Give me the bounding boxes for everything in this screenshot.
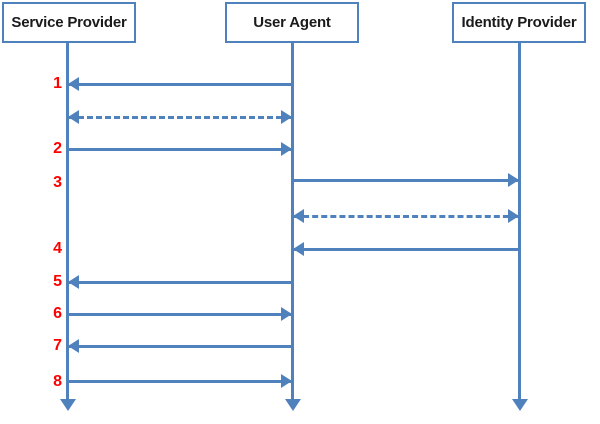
step-number-1: 1 xyxy=(53,75,62,92)
lifeline-identity-provider xyxy=(518,43,521,399)
actor-box-identity-provider: Identity Provider xyxy=(452,2,586,43)
arrow-line-dashed xyxy=(294,214,518,218)
step-number-5: 5 xyxy=(53,273,62,290)
arrowhead-left-icon xyxy=(68,339,79,353)
arrowhead-left-icon xyxy=(68,110,79,124)
arrowhead-right-icon xyxy=(281,110,292,124)
arrowhead-left-icon xyxy=(293,242,304,256)
actor-label-service-provider: Service Provider xyxy=(11,14,127,31)
actor-box-user-agent: User Agent xyxy=(225,2,359,43)
arrowhead-right-icon xyxy=(281,374,292,388)
arrowhead-left-icon xyxy=(68,77,79,91)
arrow-line xyxy=(294,178,518,182)
arrowhead-right-icon xyxy=(508,173,519,187)
arrow-line xyxy=(69,82,291,86)
lifeline-service-provider xyxy=(66,43,69,399)
step-number-8: 8 xyxy=(53,373,62,390)
lifeline-end-arrow-icon xyxy=(285,399,301,411)
arrowhead-left-icon xyxy=(293,209,304,223)
lifeline-end-arrow-icon xyxy=(512,399,528,411)
arrowhead-right-icon xyxy=(508,209,519,223)
arrowhead-left-icon xyxy=(68,275,79,289)
actor-label-identity-provider: Identity Provider xyxy=(461,14,577,31)
step-number-3: 3 xyxy=(53,174,62,191)
arrow-line xyxy=(69,147,291,151)
arrow-line xyxy=(69,379,291,383)
arrow-line xyxy=(294,247,518,251)
arrow-line xyxy=(69,280,291,284)
arrow-line xyxy=(69,312,291,316)
actor-box-service-provider: Service Provider xyxy=(2,2,136,43)
arrow-line xyxy=(69,344,291,348)
arrow-line-dashed xyxy=(69,115,291,119)
step-number-6: 6 xyxy=(53,305,62,322)
arrowhead-right-icon xyxy=(281,307,292,321)
lifeline-user-agent xyxy=(291,43,294,399)
step-number-2: 2 xyxy=(53,140,62,157)
step-number-4: 4 xyxy=(53,240,62,257)
arrowhead-right-icon xyxy=(281,142,292,156)
step-number-7: 7 xyxy=(53,337,62,354)
actor-label-user-agent: User Agent xyxy=(253,14,331,31)
lifeline-end-arrow-icon xyxy=(60,399,76,411)
